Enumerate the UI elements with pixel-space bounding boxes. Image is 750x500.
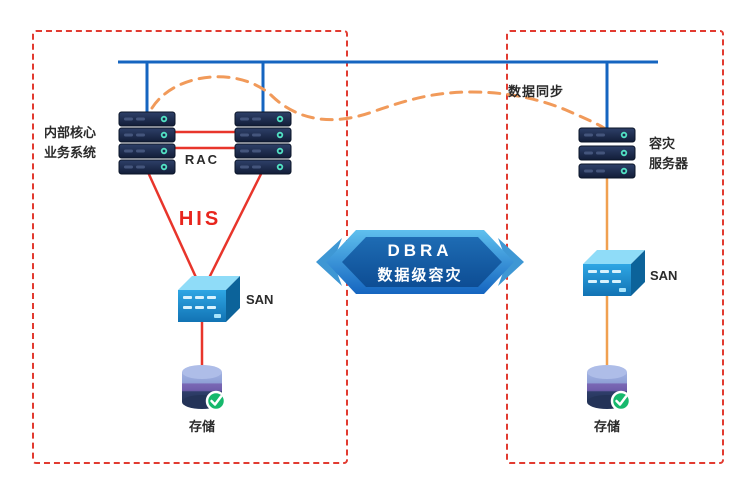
banner-graphic xyxy=(316,230,524,294)
dr-server-label: 容灾 服务器 xyxy=(649,134,688,174)
banner-title: DBRA xyxy=(387,241,453,260)
storage-right-icon xyxy=(585,363,632,412)
data-sync-label: 数据同步 xyxy=(508,84,565,99)
san-label-left: SAN xyxy=(246,292,274,307)
dr-server-label-line2: 服务器 xyxy=(649,156,689,172)
storage-left-icon xyxy=(180,363,227,412)
san-switch-right-icon xyxy=(583,250,645,296)
network-lines xyxy=(118,60,658,132)
server-stack-dr-icon xyxy=(578,127,636,179)
san-label-right: SAN xyxy=(650,268,678,283)
server-stack-primary-icon xyxy=(118,111,176,175)
data-sync-line xyxy=(150,75,606,130)
rac-label: RAC xyxy=(184,152,220,167)
server-stack-secondary-icon xyxy=(234,111,292,175)
his-label: HIS xyxy=(178,208,222,230)
core-system-label: 内部核心 业务系统 xyxy=(44,123,96,163)
rac-cluster-links xyxy=(145,130,265,370)
banner-subtitle: 数据级容灾 xyxy=(377,267,463,284)
core-system-label-line1: 内部核心 xyxy=(44,125,97,140)
san-switch-left-icon xyxy=(178,276,240,322)
storage-label-right: 存储 xyxy=(593,419,620,434)
dr-server-label-line1: 容灾 xyxy=(649,136,676,151)
banner-ribbon-inner xyxy=(342,237,502,287)
storage-label-left: 存储 xyxy=(188,419,215,434)
core-system-label-line2: 业务系统 xyxy=(44,145,97,161)
